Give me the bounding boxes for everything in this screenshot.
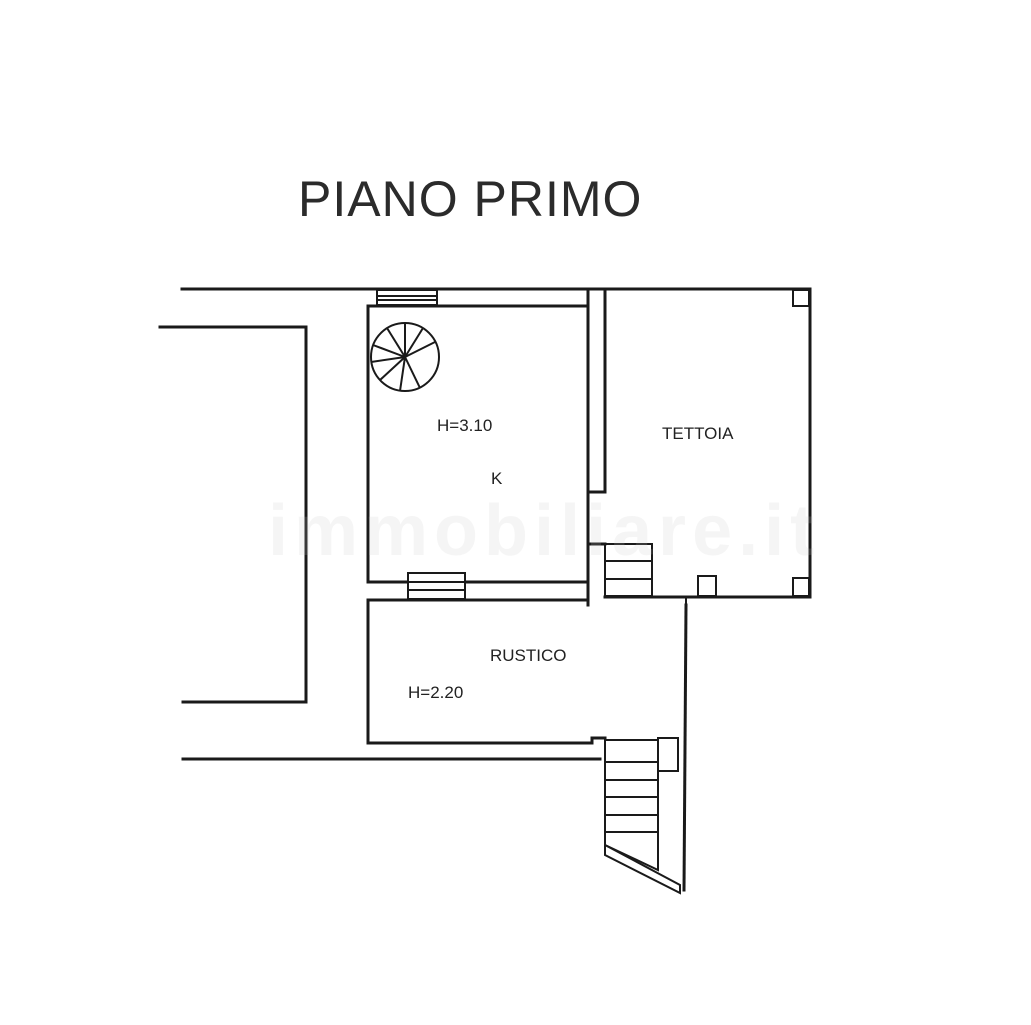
window-top [376,289,438,306]
watermark: immobiliare.it [268,491,821,571]
left-building-outline [158,325,308,704]
room-k-height: H=3.10 [437,416,493,435]
room-tettoia-label: TETTOIA [662,424,734,443]
partition-wall [586,287,607,494]
exterior-staircase [604,737,681,895]
pillar [697,575,717,597]
pillar [792,577,810,597]
room-rustico-height: H=2.20 [408,683,464,702]
floor-title: PIANO PRIMO [298,171,643,227]
pillar [792,289,810,307]
room-k-label: K [491,469,503,488]
room-rustico-label: RUSTICO [490,646,567,665]
rustico-walls [366,598,607,745]
window-bottom [407,572,466,600]
steps-tettoia [586,542,653,607]
spiral-staircase-icon [370,322,440,392]
